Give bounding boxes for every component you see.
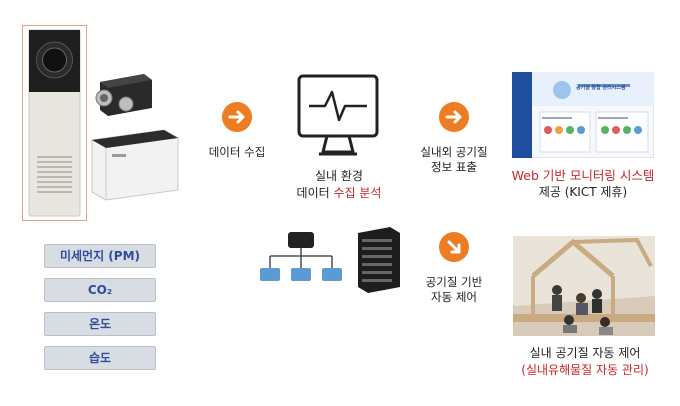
ventilation-unit-image [92,72,154,120]
indoor-env-highlight: 수집 분석 [333,186,382,200]
monitor-pulse-icon [295,72,381,164]
web-monitoring-sub: 제공 (KICT 제휴) [538,185,628,199]
auto-control-title: 실내 공기질 자동 제어 [529,346,641,360]
web-monitoring-screenshot: 공기질 통합 관리시스템 [511,71,655,159]
param-temperature: 온도 [44,312,156,336]
down-right-arrow-icon [439,232,469,262]
control-line1: 공기질 기반 [425,275,483,289]
indoor-env-line1: 실내 환경 [315,169,363,183]
display-line2: 정보 표출 [431,160,477,174]
air-purifier-tower-image [22,25,87,221]
web-monitoring-title: Web 기반 모니터링 시스템 [511,168,655,183]
network-tree-icon [256,230,348,290]
screen-heading: 공기질 통합 관리시스템 [576,85,626,91]
param-pm: 미세먼지 (PM) [44,244,156,268]
indoor-room-photo [513,236,655,336]
data-collection-label: 데이터 수집 [208,145,266,159]
right-arrow-icon [439,102,469,132]
param-humidity: 습도 [44,346,156,370]
display-line1: 실내외 공기질 [420,145,488,159]
ceiling-unit-image [86,126,182,204]
auto-control-sub: (실내유해물질 자동 관리) [521,363,649,377]
control-line2: 자동 제어 [431,290,477,304]
indoor-env-line2: 데이터 수집 분석 [296,186,382,200]
right-arrow-icon [222,102,252,132]
server-rack-icon [354,225,402,295]
param-co2: CO₂ [44,278,156,302]
